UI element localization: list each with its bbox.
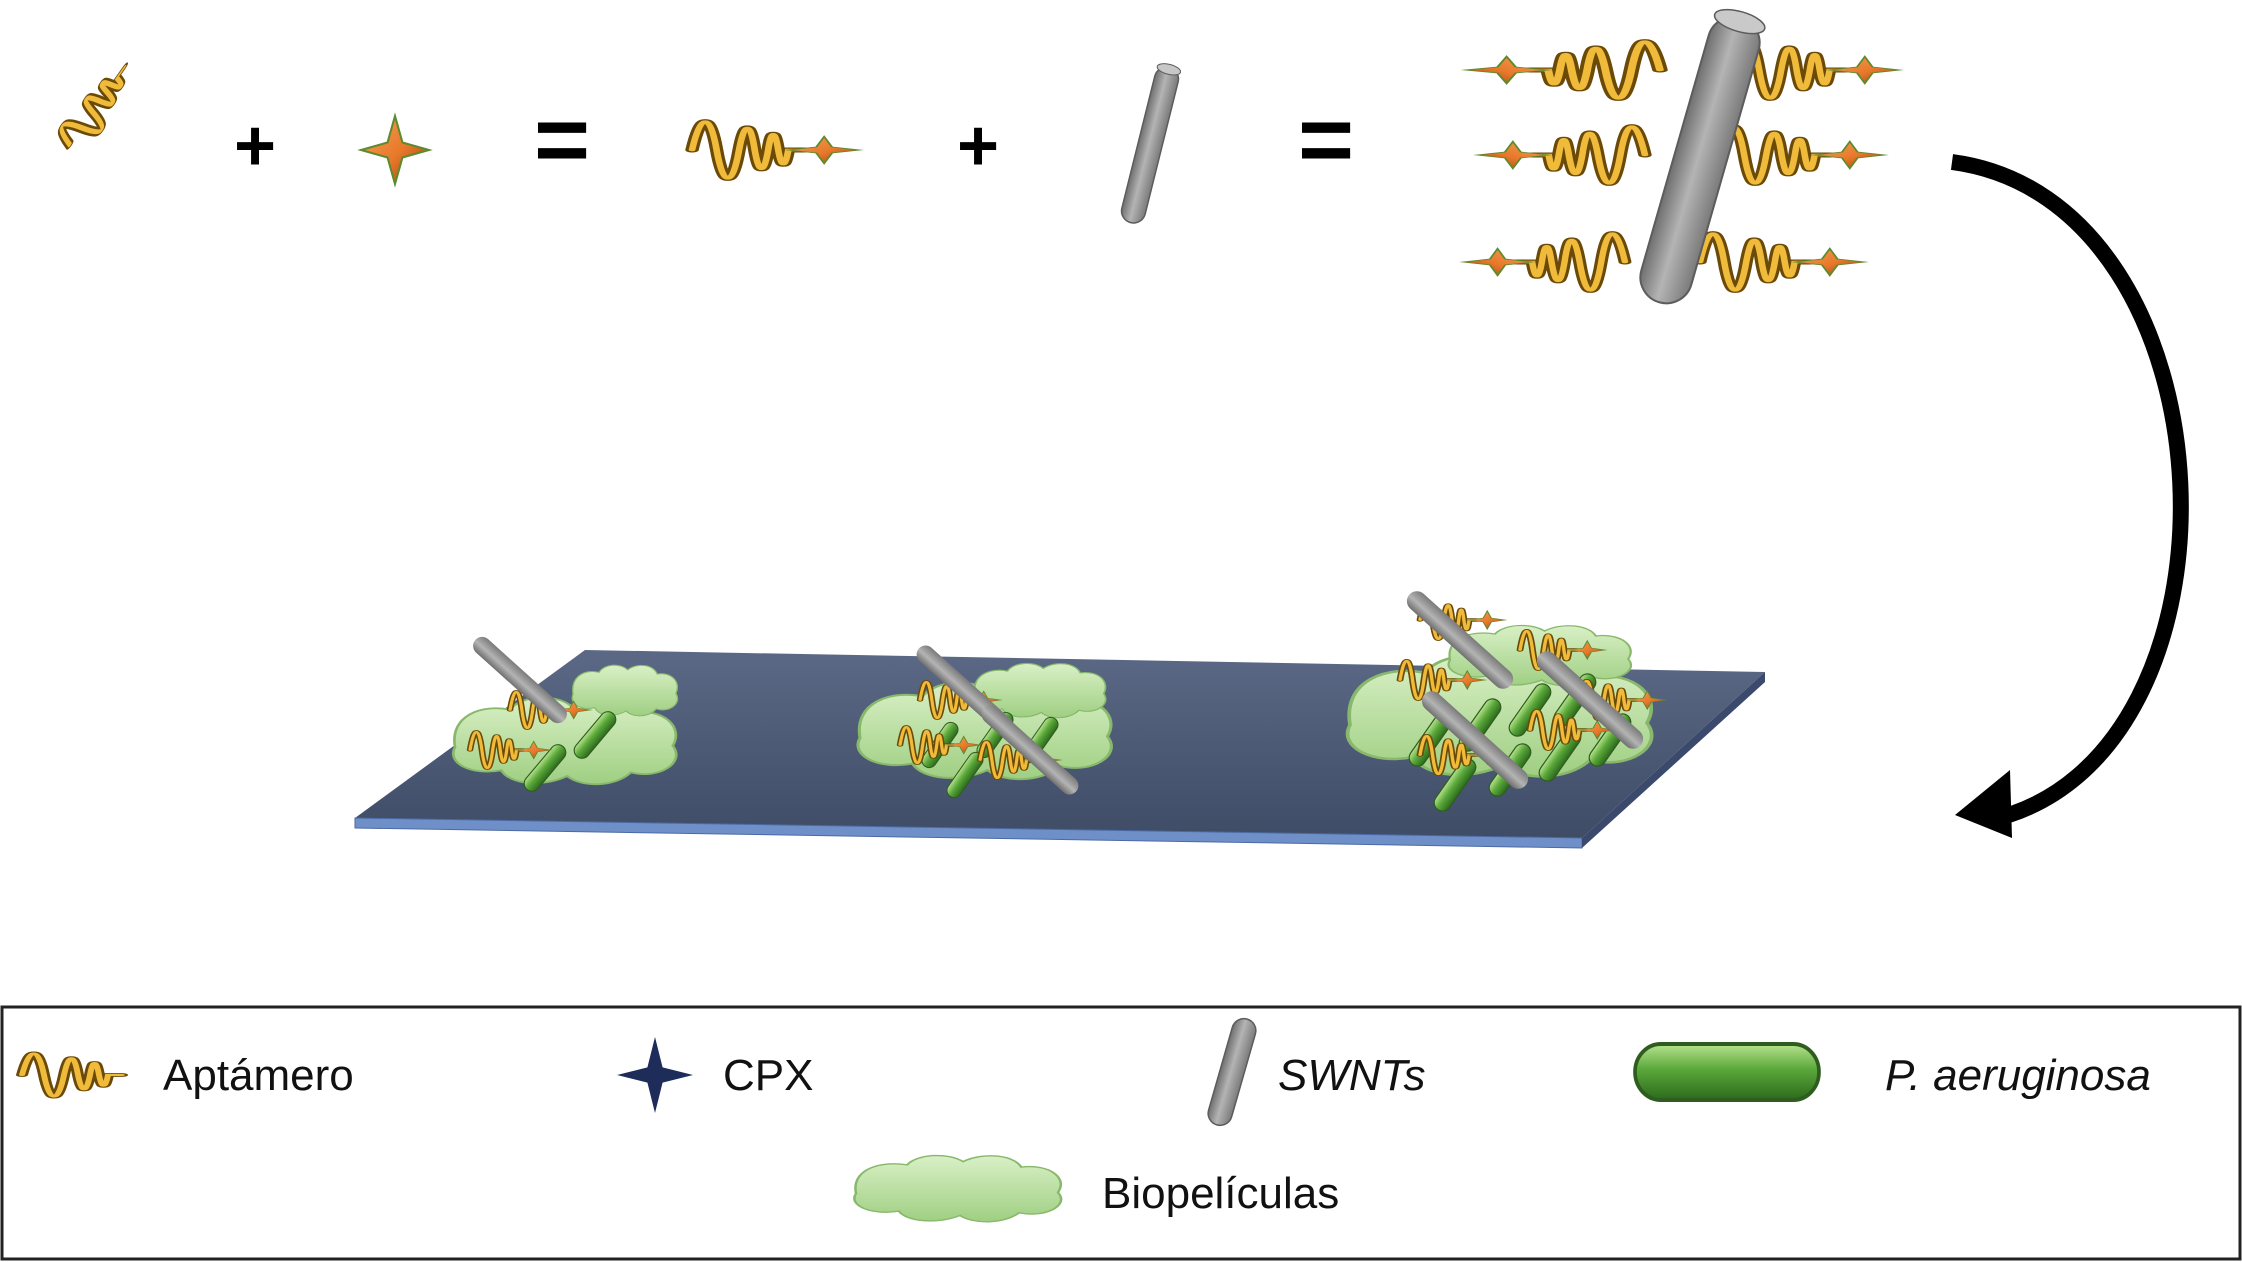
aptamer-cpx-conjugate	[692, 122, 860, 179]
aptamer-icon	[56, 57, 139, 155]
equation-row: + = + =	[56, 5, 1900, 310]
swnt-aptamer-cpx-complex	[1463, 5, 1900, 310]
legend-label-cpx: CPX	[723, 1051, 813, 1100]
process-arrow	[1952, 162, 2181, 838]
plus-symbol: +	[234, 106, 276, 186]
plus-symbol: +	[957, 106, 999, 186]
equals-symbol: =	[1298, 86, 1354, 193]
swnt-icon	[1119, 62, 1182, 226]
legend-label-p-aeruginosa: P. aeruginosa	[1885, 1051, 2151, 1100]
bacterium-icon	[1635, 1044, 1819, 1100]
legend-label-biofilm: Biopelículas	[1102, 1169, 1339, 1218]
legend-label-swnts: SWNTs	[1278, 1051, 1426, 1100]
legend-label-aptamer: Aptámero	[163, 1051, 354, 1100]
equals-symbol: =	[534, 86, 590, 193]
legend-item-p-aeruginosa: P. aeruginosa	[1635, 1044, 2151, 1100]
cpx-star-icon	[361, 116, 429, 184]
legend-box: Aptámero CPX SWNTs P. aeruginosa	[2, 1007, 2240, 1259]
